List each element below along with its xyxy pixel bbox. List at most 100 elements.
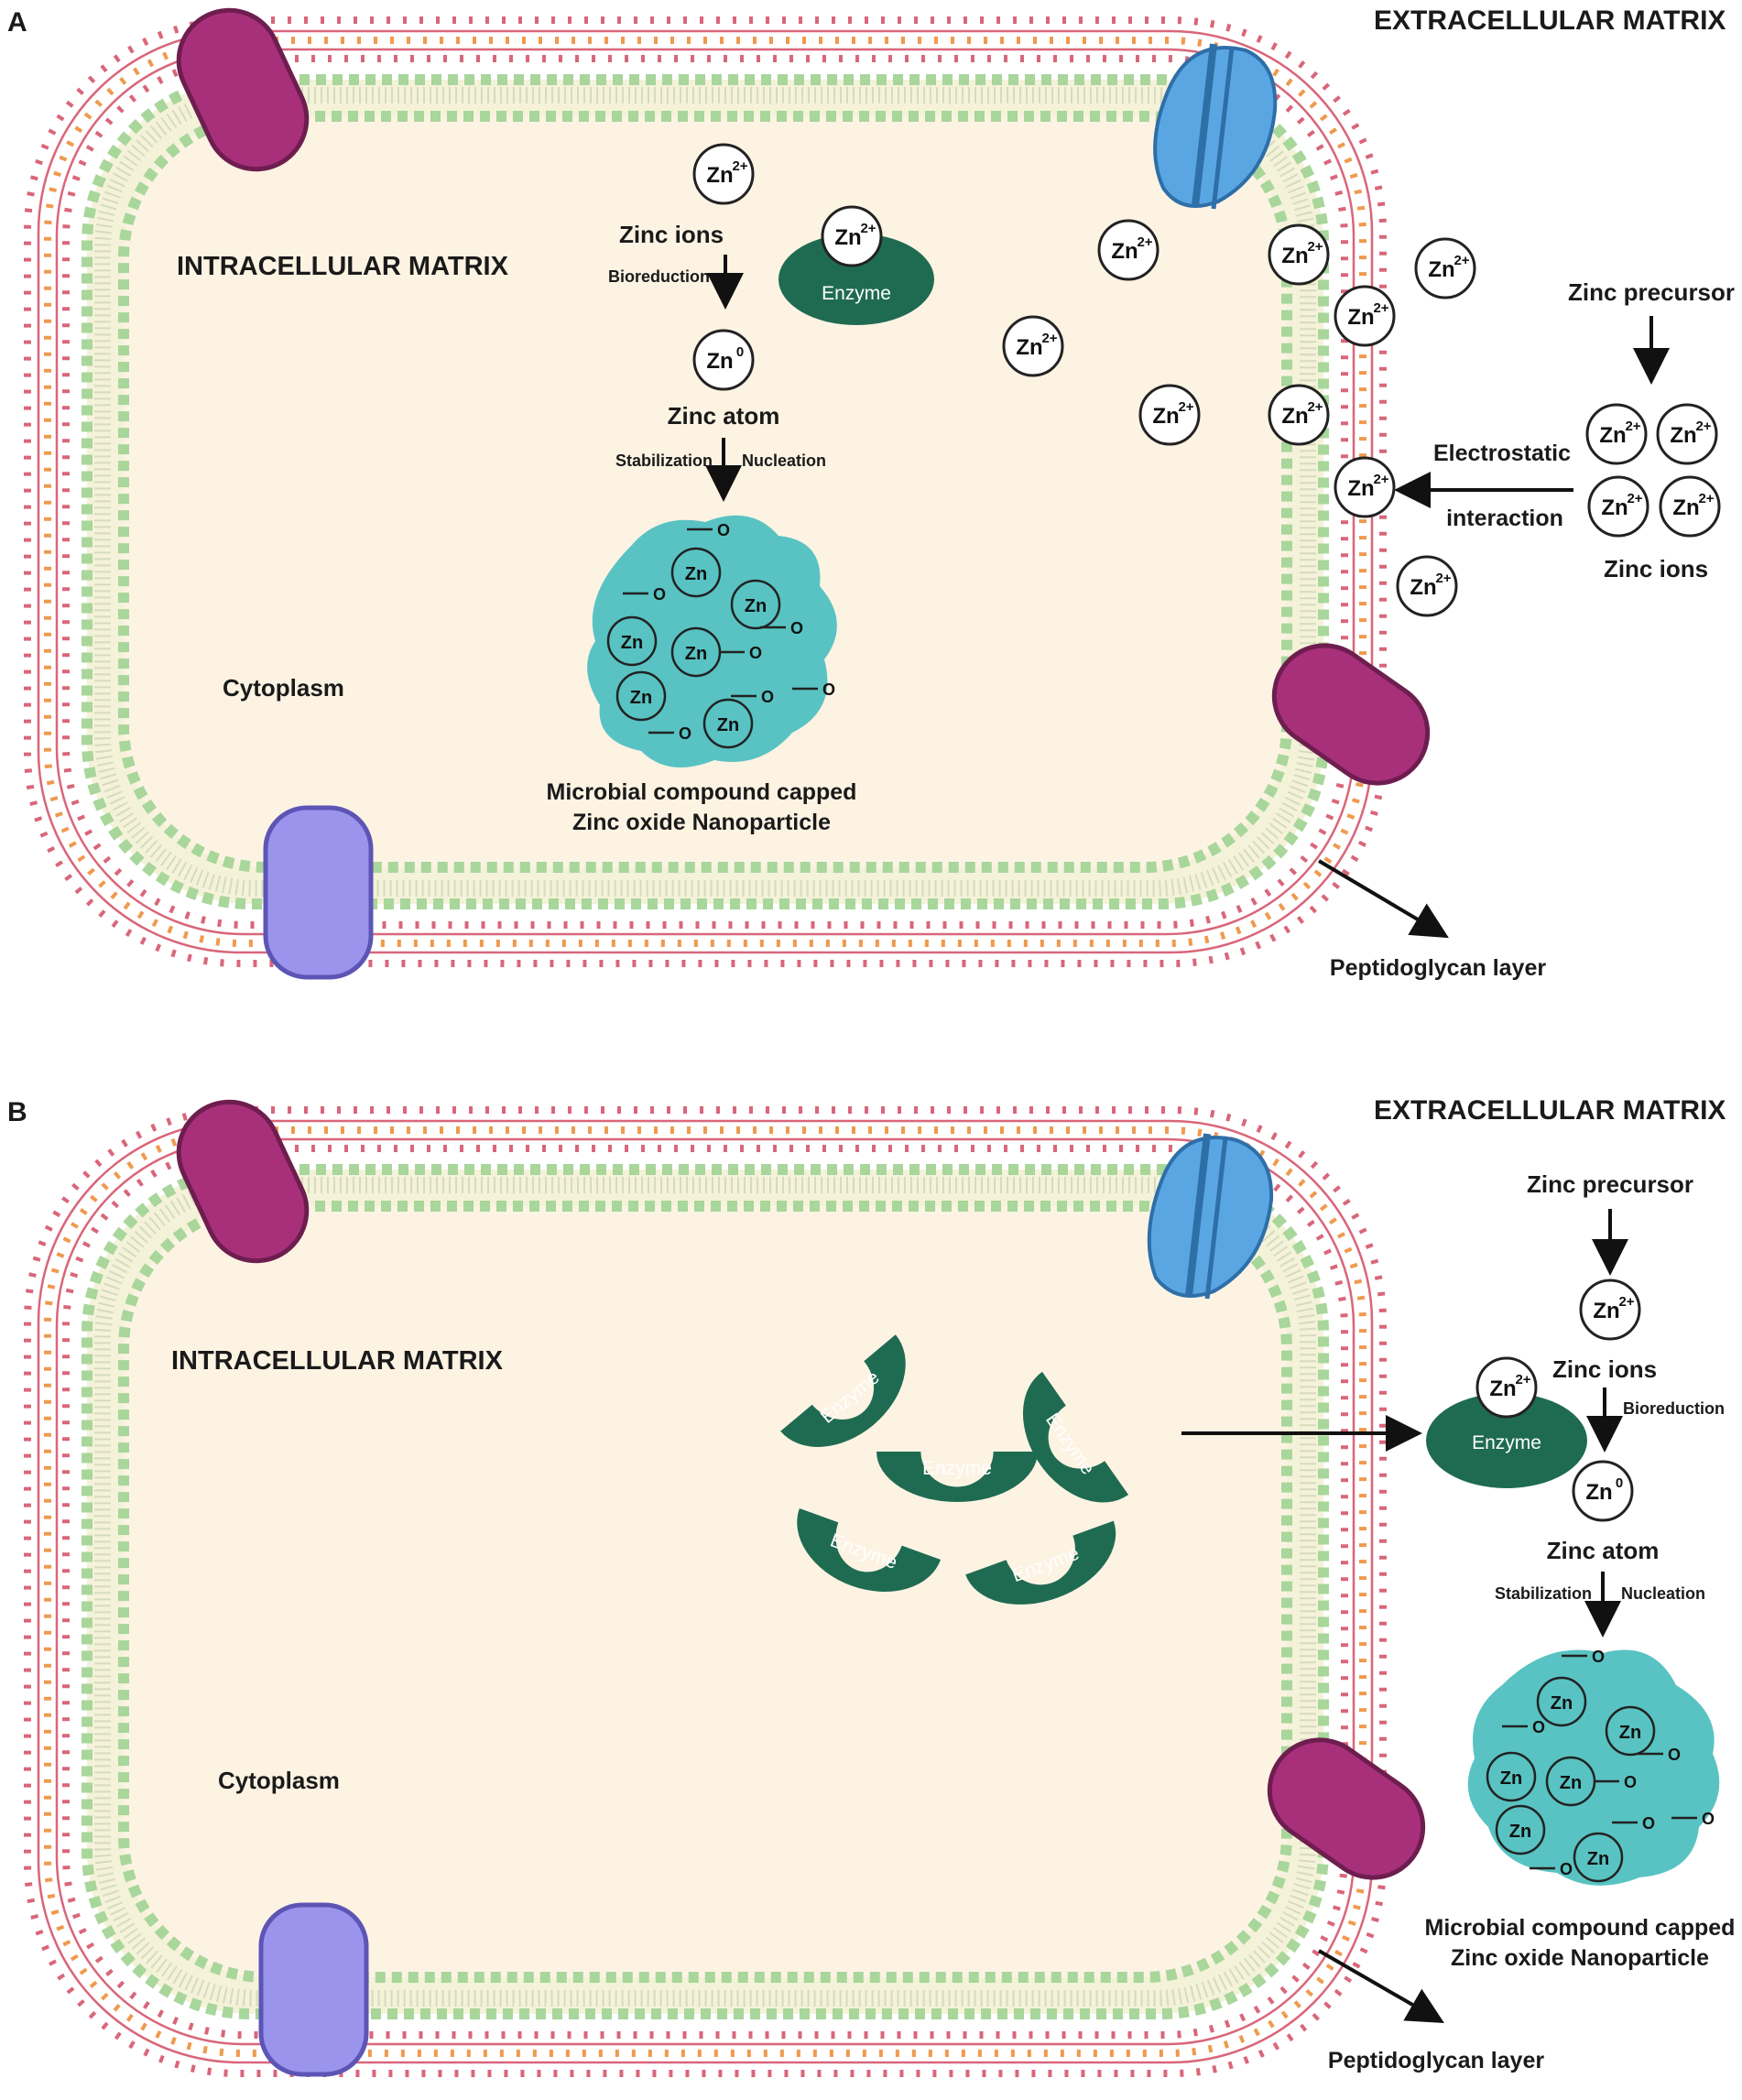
zinc-oxidation-zero: 0 <box>1616 1475 1623 1491</box>
zinc-charge: 2+ <box>1698 491 1714 506</box>
nano-oxygen-symbol: O <box>761 688 774 706</box>
membrane-protein-purple-b <box>258 1902 369 2077</box>
nano-zn-symbol: Zn <box>1509 1822 1531 1842</box>
zinc-ion-circle <box>1587 475 1649 538</box>
cytoplasm-region-b <box>118 1201 1292 1983</box>
zinc-symbol: Zn <box>834 225 861 250</box>
bioreduction-label-a: Bioreduction <box>608 267 710 286</box>
zinc-ion-circle <box>1475 1356 1538 1419</box>
zinc-ion-circle <box>1138 384 1201 446</box>
panel-b-letter: B <box>7 1097 27 1127</box>
membrane-protein-purple <box>263 805 374 980</box>
enzyme-label: Enzyme <box>922 1458 992 1479</box>
interaction-label-a: interaction <box>1446 506 1563 531</box>
zinc-precursor-label-b: Zinc precursor <box>1527 1170 1693 1198</box>
zinc-symbol: Zn <box>706 163 733 188</box>
zinc-ion-circle <box>1396 555 1458 617</box>
zinc-ion-a-13: Zn2+ <box>1585 403 1648 465</box>
zinc-ion-a-6: Zn2+ <box>1138 384 1201 446</box>
zinc-charge: 2+ <box>1515 1372 1530 1387</box>
peptidoglycan-label-a: Peptidoglycan layer <box>1330 955 1546 981</box>
enzyme-cluster-2: Enzyme <box>876 1452 1038 1502</box>
nanoparticle-label-b1: Microbial compound capped <box>1425 1915 1736 1941</box>
nano-zn-symbol: Zn <box>1587 1849 1609 1869</box>
nano-oxygen-symbol: O <box>1624 1773 1637 1791</box>
panel-b: B EXTRACELLULAR MATRIX INTRACELLULAR MAT… <box>7 1095 1736 2077</box>
enzyme-label-a: Enzyme <box>822 283 891 304</box>
zinc-symbol: Zn <box>1111 239 1138 264</box>
nanoparticle-b <box>1467 1649 1720 1886</box>
membrane-protein-magenta-right <box>1271 643 1431 786</box>
electrostatic-label-a: Electrostatic <box>1433 441 1571 466</box>
nano-zn-symbol: Zn <box>1619 1723 1641 1743</box>
zinc-ion-circle <box>1334 456 1396 518</box>
zinc-ions-right-label-a: Zinc ions <box>1604 555 1708 582</box>
zinc-charge: 2+ <box>1618 1294 1634 1310</box>
zinc-ion-a-5: Zn2+ <box>1002 315 1064 377</box>
nanoparticle-label-b2: Zinc oxide Nanoparticle <box>1451 1945 1709 1971</box>
nano-oxygen-symbol: O <box>822 680 835 699</box>
stabilization-label-b: Stabilization <box>1495 1584 1592 1603</box>
nano-oxygen-symbol: O <box>1592 1648 1605 1666</box>
zinc-symbol: Zn <box>1281 244 1308 268</box>
nanoparticle-label-a2: Zinc oxide Nanoparticle <box>572 810 831 835</box>
membrane-protein-magenta-top <box>176 7 310 172</box>
zinc-precursor-label-a: Zinc precursor <box>1568 278 1735 306</box>
intracellular-label-a: INTRACELLULAR MATRIX <box>177 252 509 281</box>
nanoparticle-a <box>587 515 837 767</box>
zinc-ion-circle <box>1268 384 1330 446</box>
zinc-symbol: Zn <box>1593 1299 1619 1323</box>
zinc-symbol: Zn <box>1670 423 1696 448</box>
enzyme-body <box>876 1452 1038 1502</box>
nano-zn-symbol: Zn <box>1551 1693 1573 1714</box>
zinc-ion-a-9: Zn2+ <box>1268 384 1330 446</box>
nano-zn-symbol: Zn <box>717 715 739 735</box>
peptidoglycan-arrow-b <box>1318 1949 1444 2023</box>
zinc-charge: 2+ <box>860 221 876 236</box>
membrane-protein-magenta-right-b <box>1267 1737 1426 1880</box>
nano-oxygen-symbol: O <box>1668 1746 1681 1764</box>
nano-oxygen-symbol: O <box>749 644 762 662</box>
nano-zn-symbol: Zn <box>1500 1768 1522 1789</box>
zinc-atom-label-a: Zinc atom <box>668 402 780 430</box>
panel-a-letter: A <box>7 7 27 38</box>
zinc-ion-b-1: Zn2+ <box>1579 1278 1641 1341</box>
zinc-ion-circle <box>1585 403 1648 465</box>
nano-zn-symbol: Zn <box>1560 1773 1582 1793</box>
stabilization-label-a: Stabilization <box>615 452 713 470</box>
nucleation-label-b: Nucleation <box>1621 1584 1705 1603</box>
lipid-tails-b <box>94 1177 1316 2007</box>
zinc-ion-circle <box>692 143 755 205</box>
lipid-tails <box>94 87 1316 897</box>
peptidoglycan-outer-dots <box>24 16 1387 967</box>
cytoplasm-label-a: Cytoplasm <box>223 674 344 702</box>
zinc-ion-a-10: Zn2+ <box>1334 456 1396 518</box>
cytoplasm-label-b: Cytoplasm <box>218 1767 340 1794</box>
nano-zn-symbol: Zn <box>685 644 707 664</box>
nano-oxygen-symbol: O <box>1532 1718 1545 1736</box>
zinc-charge: 2+ <box>1435 571 1451 586</box>
zinc-charge: 2+ <box>1453 253 1469 268</box>
zinc-symbol: Zn <box>1016 335 1042 360</box>
zinc-charge: 2+ <box>1178 399 1193 415</box>
nano-zn-symbol: Zn <box>630 688 652 708</box>
zinc-symbol: Zn <box>1281 404 1308 429</box>
zinc-charge: 2+ <box>1695 419 1711 434</box>
zinc-ions-label-a: Zinc ions <box>619 221 724 248</box>
zinc-ion-circle <box>1002 315 1064 377</box>
zinc-charge: 2+ <box>1041 331 1057 346</box>
zinc-ion-circle <box>1579 1278 1641 1341</box>
enzyme-b <box>1426 1393 1587 1488</box>
nano-zn-symbol: Zn <box>685 564 707 584</box>
peptidoglycan-orange-dots <box>44 37 1366 947</box>
nano-oxygen-symbol: O <box>679 724 691 743</box>
zinc-charge: 2+ <box>732 158 747 174</box>
nanoparticle-b-bonds <box>1486 1676 1656 1883</box>
zinc-ion-circle <box>1268 223 1330 286</box>
zinc-symbol: Zn <box>1599 423 1626 448</box>
zinc-ion-circle <box>1572 1460 1634 1522</box>
channel-protein <box>1153 43 1278 210</box>
zinc-symbol: Zn <box>1347 476 1374 501</box>
